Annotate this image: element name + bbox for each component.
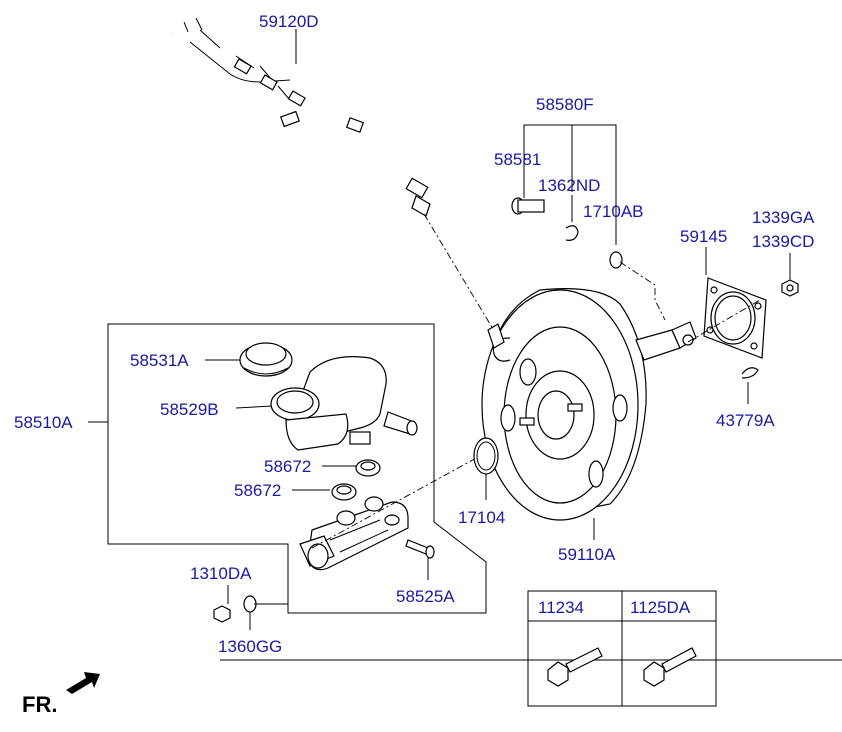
bolt-table xyxy=(527,590,717,707)
label-58510a: 58510A xyxy=(14,413,73,432)
snap-pin[interactable] xyxy=(741,367,759,379)
label-59110a: 59110A xyxy=(558,545,616,564)
label-59145: 59145 xyxy=(680,227,727,246)
label-59120d: 59120D xyxy=(259,12,319,31)
master-cylinder[interactable] xyxy=(299,496,409,571)
brake-booster[interactable] xyxy=(481,288,697,521)
leader-1360gg xyxy=(249,603,288,630)
bolt-1125da[interactable] xyxy=(643,647,697,687)
bolt-11234[interactable] xyxy=(547,647,603,687)
o-ring[interactable] xyxy=(473,437,499,475)
leader-58529b xyxy=(235,405,273,409)
centerline-pin xyxy=(619,261,666,321)
label-1710ab: 1710AB xyxy=(583,202,644,221)
label-1310da: 1310DA xyxy=(190,564,252,583)
table-header-1125da: 1125DA xyxy=(630,598,691,617)
label-1339cd: 1339CD xyxy=(752,232,814,251)
label-58525a: 58525A xyxy=(396,587,455,606)
label-58580f: 58580F xyxy=(536,95,594,114)
vacuum-hose[interactable] xyxy=(169,17,453,217)
label-1339ga: 1339GA xyxy=(752,208,815,227)
label-58531a: 58531A xyxy=(130,351,189,370)
label-58672-lower: 58672 xyxy=(234,481,281,500)
snap-clip[interactable] xyxy=(565,225,579,241)
centerline-master xyxy=(311,455,481,549)
grommet-upper[interactable] xyxy=(355,459,381,477)
label-17104: 17104 xyxy=(458,508,505,527)
label-58672-upper: 58672 xyxy=(264,457,311,476)
gasket[interactable] xyxy=(703,277,767,359)
flange-nut-hole xyxy=(786,284,794,292)
label-43779a: 43779A xyxy=(716,411,775,430)
centerline-gasket xyxy=(687,299,761,343)
label-58581: 58581 xyxy=(494,150,541,169)
grommet-lower[interactable] xyxy=(331,483,357,501)
label-1362nd: 1362ND xyxy=(538,176,600,195)
front-arrow-icon xyxy=(66,672,100,694)
bleeder-bolt[interactable] xyxy=(405,539,435,559)
o-ring-inner xyxy=(476,441,496,471)
leader-58580f xyxy=(523,124,617,245)
table-header-11234: 11234 xyxy=(538,598,584,617)
centerline-hose xyxy=(423,213,497,335)
washer-top[interactable] xyxy=(609,251,623,269)
clevis-pin[interactable] xyxy=(511,197,545,215)
hex-nut[interactable] xyxy=(213,605,231,623)
reservoir-cap[interactable] xyxy=(239,342,293,377)
fluid-reservoir[interactable] xyxy=(270,356,418,451)
master-assy-bracket xyxy=(107,323,487,614)
label-1360gg: 1360GG xyxy=(218,637,282,656)
label-58529b: 58529B xyxy=(160,400,219,419)
front-direction-label: FR. xyxy=(22,692,57,717)
